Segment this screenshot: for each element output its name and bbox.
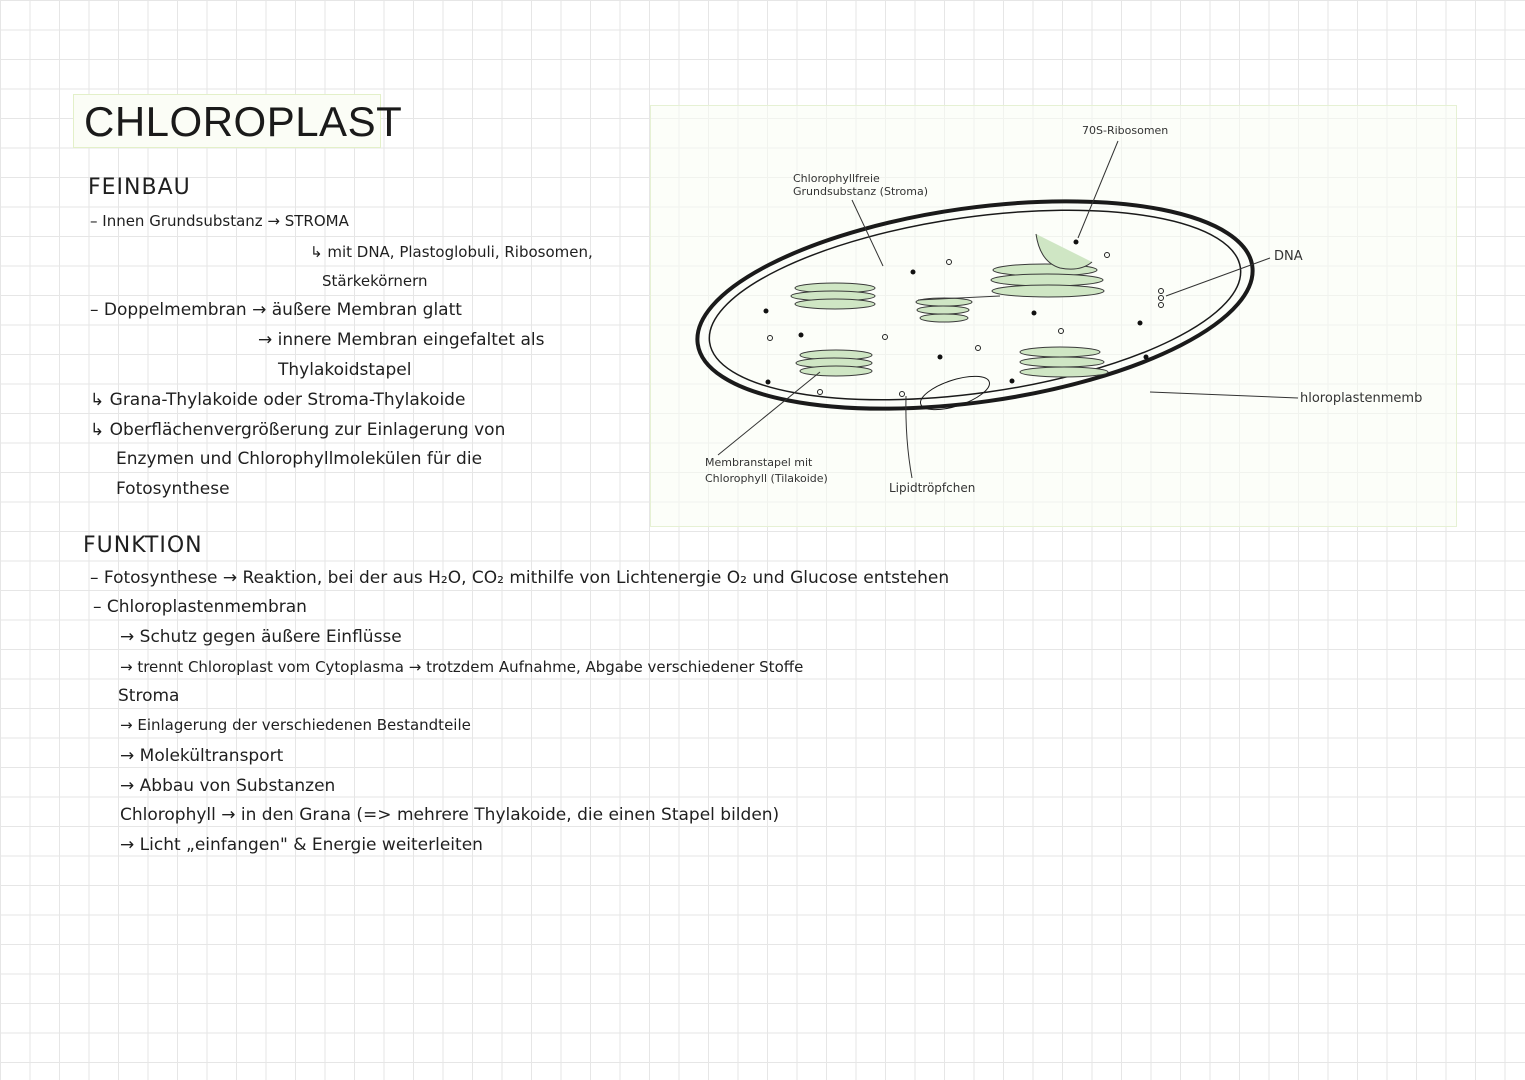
granum-5 [1019, 346, 1109, 378]
leader-dna [1165, 257, 1271, 297]
feinbau-line-2: ↳ mit DNA, Plastoglobuli, Ribosomen, [310, 243, 593, 261]
page-title: CHLOROPLAST [73, 94, 402, 148]
label-membran: hloroplastenmemb [1300, 391, 1423, 406]
funktion-line-3: → Schutz gegen äußere Einflüsse [120, 627, 402, 647]
label-stroma-1: Chlorophyllfreie [793, 172, 880, 185]
dna-icon [1158, 288, 1164, 308]
leader-stroma [851, 199, 884, 267]
chloroplast-diagram-box [650, 105, 1457, 527]
label-stroma-2: Grundsubstanz (Stroma) [793, 185, 929, 198]
outer-membrane [695, 199, 1255, 411]
feinbau-line-7: ↳ Grana-Thylakoide oder Stroma-Thylakoid… [90, 390, 466, 410]
leader-membran [1149, 391, 1299, 399]
funktion-line-4: → trennt Chloroplast vom Cytoplasma → tr… [120, 658, 804, 676]
feinbau-line-5: → innere Membran eingefaltet als [258, 330, 545, 350]
stroma-thylakoid [1035, 233, 1093, 270]
funktion-line-2: – Chloroplastenmembran [93, 597, 307, 617]
leader-thylakoide [717, 371, 821, 456]
feinbau-line-10: Fotosynthese [116, 479, 230, 499]
feinbau-line-4: – Doppelmembran → äußere Membran glatt [90, 300, 462, 320]
label-thylakoide-1: Membranstapel mit [705, 456, 813, 469]
granum-3 [915, 297, 973, 323]
inner-membrane [708, 209, 1242, 401]
feinbau-line-3: Stärkekörnern [322, 272, 428, 290]
plastoglobuli [767, 252, 1110, 397]
funktion-line-10: → Licht „einfangen" & Energie weiterleit… [120, 835, 483, 855]
feinbau-line-9: Enzymen und Chlorophyllmolekülen für die [116, 449, 483, 469]
ribosomes [763, 239, 1149, 385]
lipid-oval [920, 375, 990, 411]
label-ribosomen: 70S-Ribosomen [1082, 124, 1169, 137]
granum-4 [990, 263, 1105, 298]
granum-1 [790, 282, 876, 310]
feinbau-line-8: ↳ Oberflächenvergrößerung zur Einlagerun… [90, 420, 506, 440]
label-lipid: Lipidtröpfchen [889, 481, 976, 495]
feinbau-line-6: Thylakoidstapel [278, 360, 412, 380]
funktion-line-6: → Einlagerung der verschiedenen Bestandt… [120, 716, 471, 734]
funktion-line-8: → Abbau von Substanzen [120, 776, 336, 796]
funktion-line-9: Chlorophyll → in den Grana (=> mehrere T… [120, 805, 780, 825]
leader-ribosomen [1077, 140, 1119, 239]
label-thylakoide-2: Chlorophyll (Tilakoide) [705, 472, 828, 485]
funktion-line-1: – Fotosynthese → Reaktion, bei der aus H… [90, 568, 950, 588]
feinbau-line-1: – Innen Grundsubstanz → STROMA [90, 212, 349, 230]
leader-lipid [905, 395, 913, 479]
funktion-line-7: → Molekültransport [120, 746, 284, 766]
funktion-heading: FUNKTION [83, 533, 203, 558]
label-dna: DNA [1274, 249, 1303, 264]
stroma-thylakoid-link [917, 295, 1001, 301]
funktion-line-5: Stroma [118, 686, 180, 706]
granum-2 [795, 349, 873, 377]
feinbau-heading: FEINBAU [88, 175, 191, 200]
